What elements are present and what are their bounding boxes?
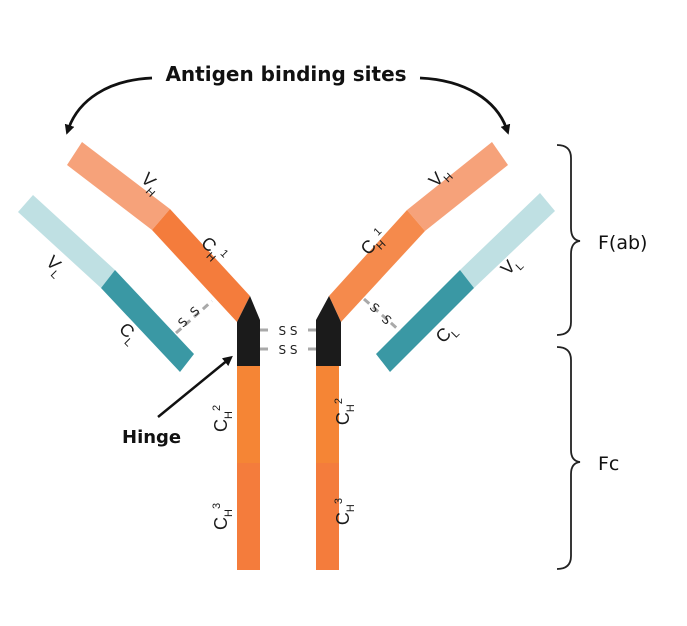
fc-label: Fc bbox=[598, 453, 619, 475]
right-hinge bbox=[316, 296, 341, 366]
svg-text:CH2: CH2 bbox=[333, 398, 357, 425]
right-ch1-domain bbox=[329, 210, 425, 322]
left-ch2-label: CH2 bbox=[211, 405, 235, 432]
svg-text:CH3: CH3 bbox=[333, 498, 357, 525]
right-cl-domain bbox=[376, 270, 474, 372]
hinge-ss-top: S S bbox=[278, 324, 297, 338]
left-light-heavy-disulfide: S S bbox=[175, 299, 213, 335]
right-vl-domain bbox=[460, 193, 555, 288]
hinge-label: Hinge bbox=[122, 427, 181, 448]
fc-brace bbox=[556, 346, 581, 570]
left-vl-domain bbox=[18, 195, 115, 288]
left-fc-stem bbox=[237, 366, 260, 570]
left-heavy-chain bbox=[67, 142, 250, 322]
right-light-chain bbox=[376, 193, 555, 372]
left-ch1-domain bbox=[152, 209, 250, 322]
hinge-disulfide-bonds: S S S S bbox=[260, 322, 316, 357]
left-s1-label: S bbox=[175, 315, 190, 330]
left-s2-label: S bbox=[187, 304, 202, 319]
left-cl-domain bbox=[101, 270, 194, 372]
right-ch2-domain bbox=[316, 366, 339, 463]
svg-text:CH2: CH2 bbox=[211, 405, 235, 432]
arrow-right-icon bbox=[419, 76, 511, 135]
right-light-heavy-disulfide: S S bbox=[363, 297, 401, 333]
left-ch2-domain bbox=[237, 366, 260, 463]
left-vh-domain bbox=[67, 142, 170, 230]
hinge-ss-bottom: S S bbox=[278, 343, 297, 357]
svg-text:VL: VL bbox=[39, 252, 69, 282]
hinge-arrow-icon bbox=[157, 355, 233, 418]
arrow-left-icon bbox=[64, 76, 153, 135]
fab-brace bbox=[556, 144, 581, 336]
left-vl-label: VL bbox=[39, 252, 69, 282]
left-hinge bbox=[237, 296, 260, 366]
svg-text:CH3: CH3 bbox=[211, 503, 235, 530]
right-fc-stem bbox=[316, 366, 339, 570]
right-ch2-label: CH2 bbox=[333, 398, 357, 425]
right-vh-domain bbox=[407, 142, 508, 231]
left-ch3-domain bbox=[237, 463, 260, 570]
right-ch3-label: CH3 bbox=[333, 498, 357, 525]
right-heavy-chain bbox=[329, 142, 508, 322]
left-light-chain bbox=[18, 195, 194, 372]
fab-label: F(ab) bbox=[598, 232, 647, 254]
right-ch3-domain bbox=[316, 463, 339, 570]
antigen-binding-title: Antigen binding sites bbox=[165, 62, 406, 86]
left-ch3-label: CH3 bbox=[211, 503, 235, 530]
